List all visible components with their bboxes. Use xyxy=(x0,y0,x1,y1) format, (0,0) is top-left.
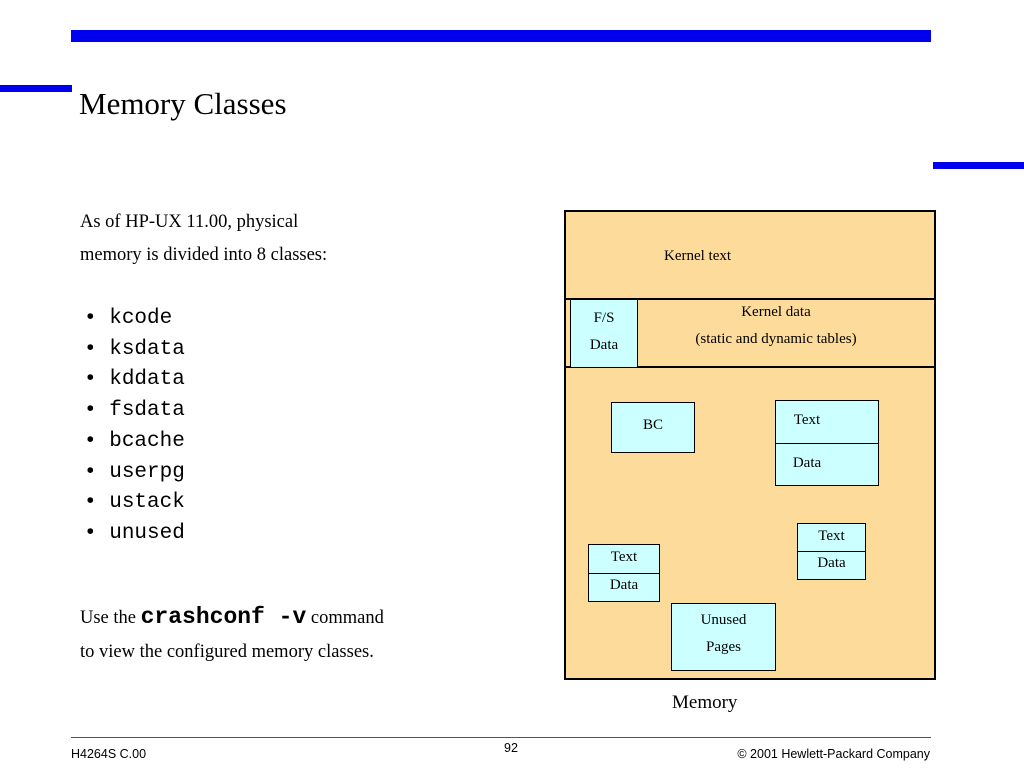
intro-text: As of HP-UX 11.00, physical memory is di… xyxy=(80,206,410,272)
list-item: • userpg xyxy=(84,460,185,484)
process-box-separator xyxy=(589,573,659,574)
process-data-label: Data xyxy=(792,455,822,471)
process-box-large: Text Data xyxy=(775,400,879,486)
usage-line-1: Use the crashconf -v command xyxy=(80,600,500,635)
process-box-right: Text Data xyxy=(797,523,866,580)
process-text-label: Text xyxy=(610,549,638,565)
fs-data-box: F/S Data xyxy=(570,299,638,368)
kernel-data-divider xyxy=(566,366,934,368)
top-accent-bar xyxy=(71,30,931,42)
memory-class-name: bcache xyxy=(109,429,185,453)
memory-class-name: fsdata xyxy=(109,399,185,423)
footer-page-number: 92 xyxy=(504,741,518,755)
memory-class-name: ustack xyxy=(109,491,185,515)
memory-class-name: unused xyxy=(109,521,185,545)
list-item: • ustack xyxy=(84,491,185,515)
kernel-data-label: Kernel data xyxy=(741,304,811,320)
intro-line-2: memory is divided into 8 classes: xyxy=(80,245,328,265)
list-item: • kddata xyxy=(84,368,185,392)
memory-class-name: ksdata xyxy=(109,337,185,361)
process-text-label: Text xyxy=(818,528,845,544)
unused-label-line-2: Pages xyxy=(706,639,741,655)
footer-copyright: © 2001 Hewlett-Packard Company xyxy=(737,747,930,761)
fs-box-line-2: Data xyxy=(589,337,619,353)
list-item: • kcode xyxy=(84,307,173,330)
unused-pages-box: Unused Pages xyxy=(671,603,776,671)
process-box-left: Text Data xyxy=(588,544,660,602)
left-accent-bar xyxy=(0,85,72,92)
list-item: • bcache xyxy=(84,429,185,453)
usage-line-2: to view the configured memory classes. xyxy=(80,642,374,662)
usage-text: Use the crashconf -v command to view the… xyxy=(80,600,500,669)
memory-diagram: Kernel text Kernel data (static and dyna… xyxy=(564,210,936,680)
kernel-text-divider xyxy=(566,298,934,300)
usage-suffix: command xyxy=(310,608,384,628)
command-name: crashconf -v xyxy=(140,604,307,630)
list-item: • fsdata xyxy=(84,399,185,423)
memory-class-name: userpg xyxy=(109,460,185,484)
process-data-label: Data xyxy=(817,555,846,571)
unused-label-line-1: Unused xyxy=(700,612,747,628)
fs-box-line-1: F/S xyxy=(593,310,615,326)
process-box-separator xyxy=(776,443,878,444)
process-data-label: Data xyxy=(609,577,639,593)
buffer-cache-box: BC xyxy=(611,402,695,453)
list-item: • unused xyxy=(84,521,185,545)
kernel-data-sublabel: (static and dynamic tables) xyxy=(695,331,857,347)
kernel-text-label: Kernel text xyxy=(664,248,732,264)
footer-rule xyxy=(71,737,931,738)
process-box-separator xyxy=(798,551,865,552)
slide-title: Memory Classes xyxy=(79,86,287,121)
memory-class-name: kcode xyxy=(109,307,173,330)
diagram-caption: Memory xyxy=(672,692,738,713)
process-text-label: Text xyxy=(793,412,821,428)
bc-label: BC xyxy=(642,417,663,433)
intro-line-1: As of HP-UX 11.00, physical xyxy=(80,212,299,232)
memory-class-list: • kcode • ksdata • kddata • fsdata • bca… xyxy=(84,304,185,550)
list-item: • ksdata xyxy=(84,337,185,361)
memory-class-name: kddata xyxy=(109,368,185,392)
usage-prefix: Use the xyxy=(80,608,136,628)
right-accent-bar xyxy=(933,162,1024,169)
footer-course-code: H4264S C.00 xyxy=(71,747,147,761)
